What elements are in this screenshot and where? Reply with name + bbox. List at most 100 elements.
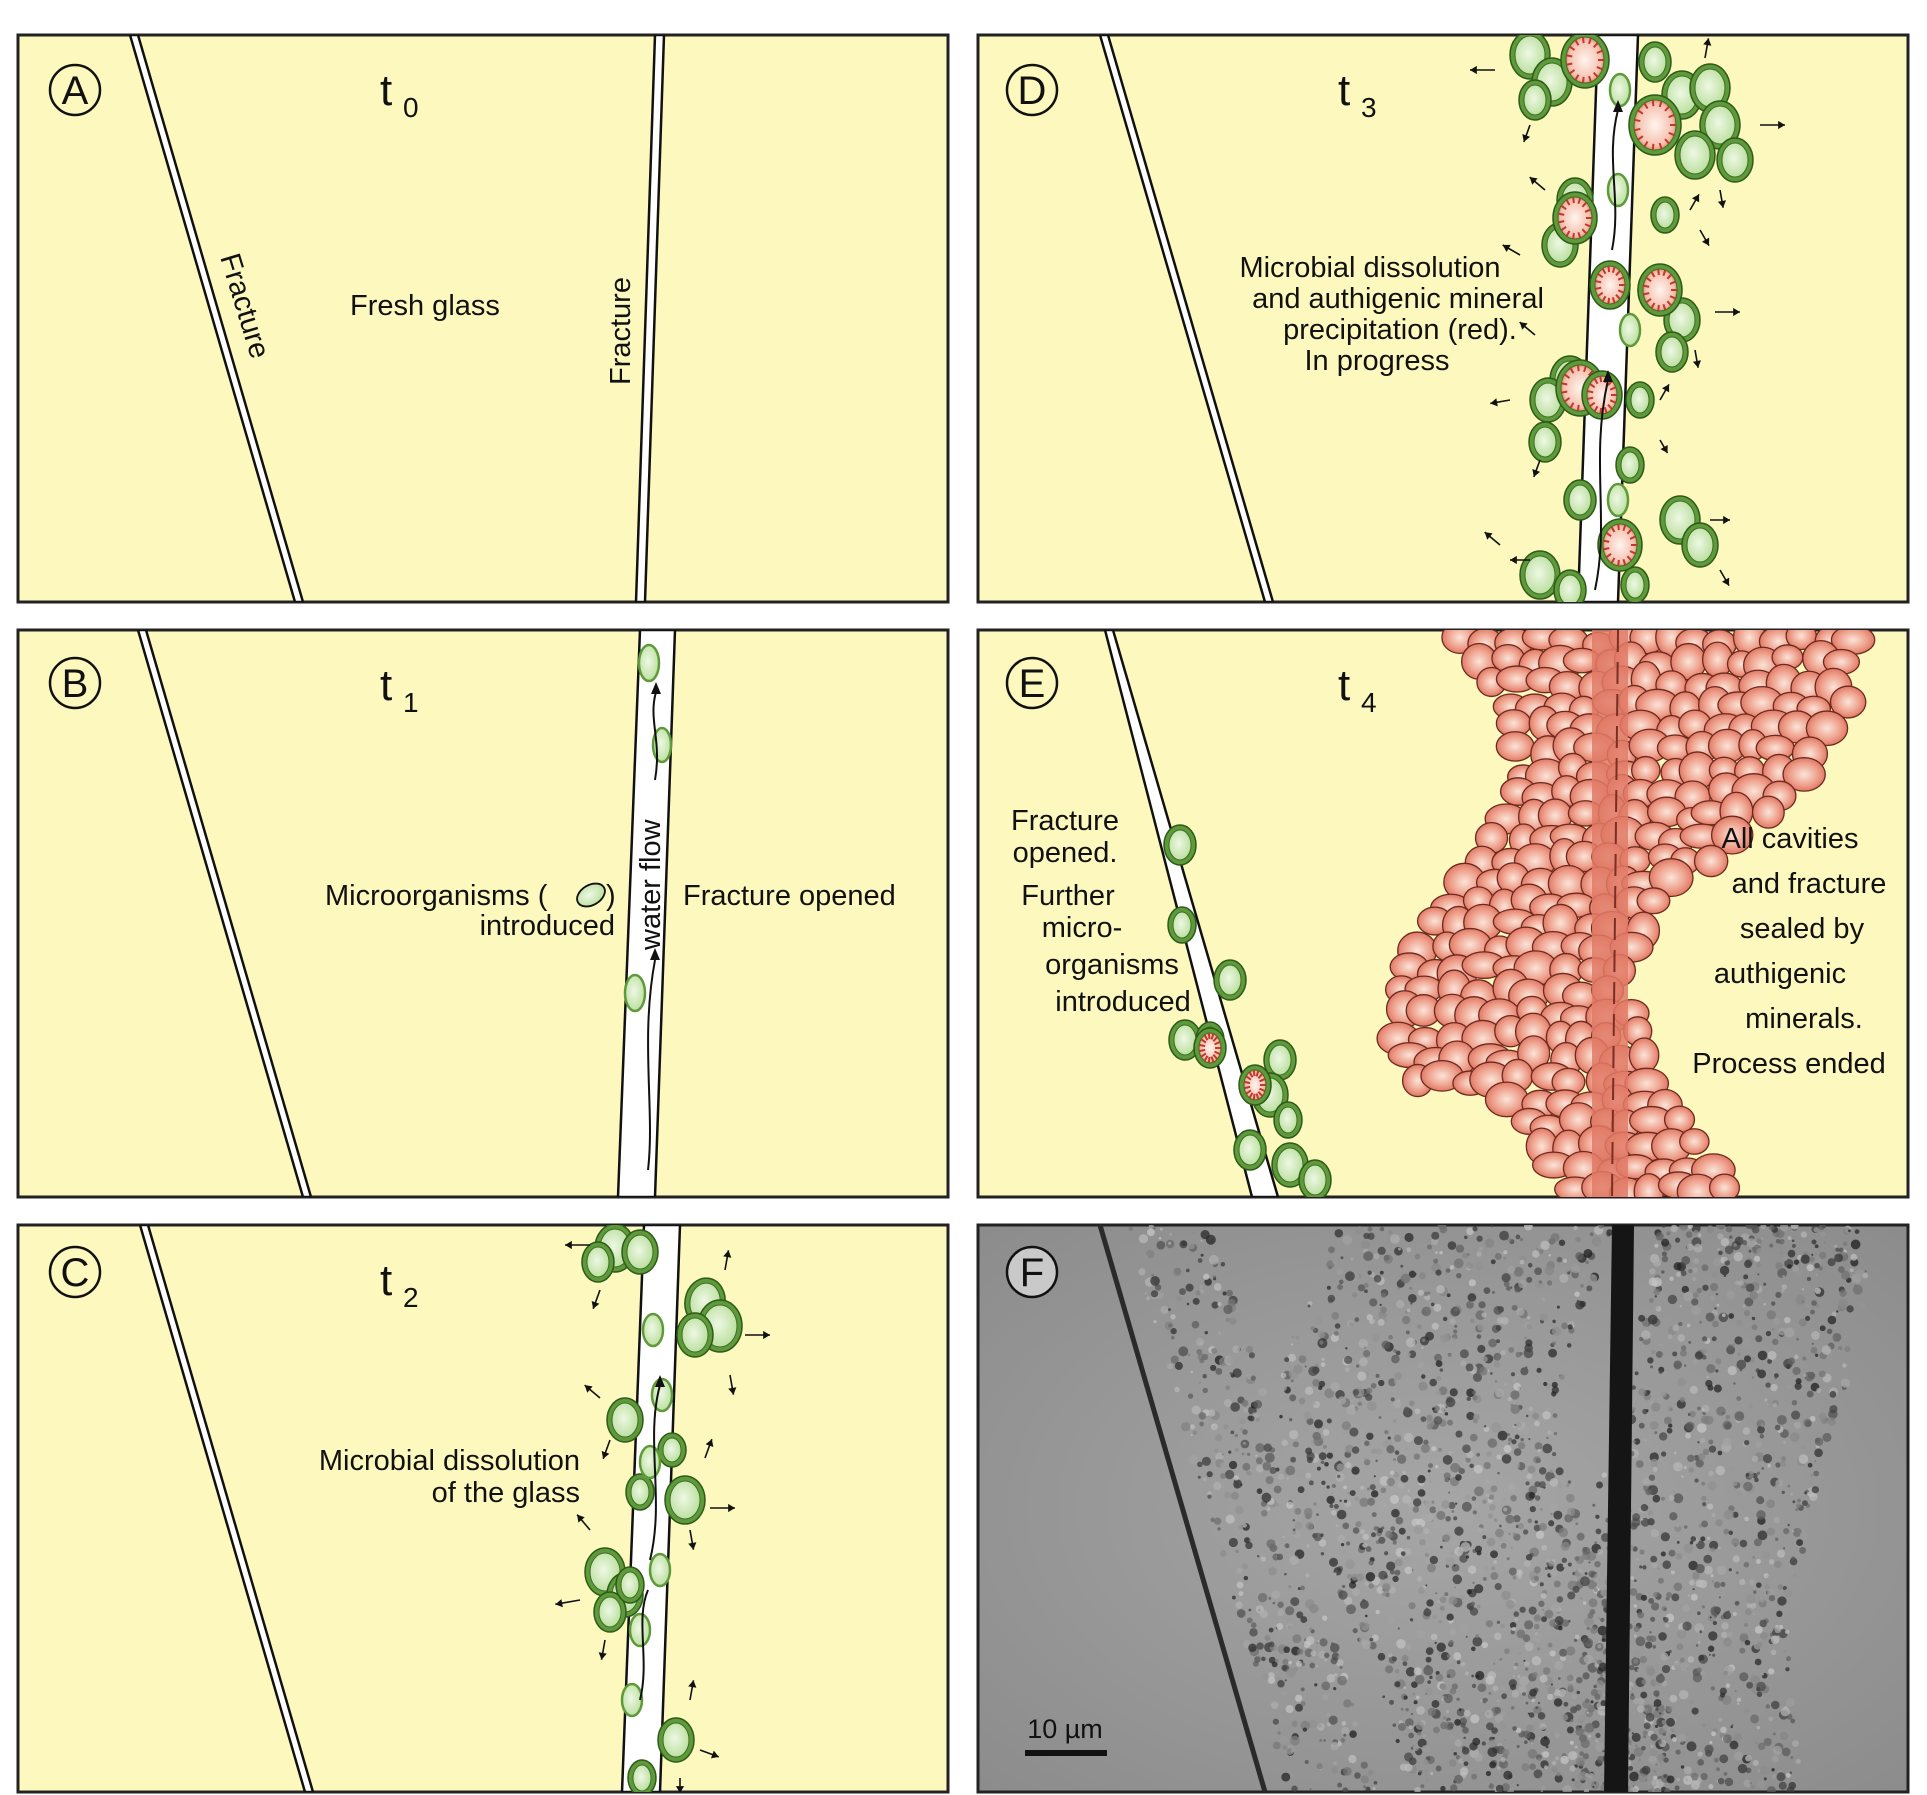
microbe-cell — [1606, 172, 1630, 208]
panel-e: E t 4 Fracture opened. Further micro- or… — [976, 628, 1910, 1199]
microbe-cell — [657, 1717, 695, 1763]
mineral-grain — [1751, 795, 1785, 829]
panel-e-mineral-seal — [1376, 630, 1876, 1197]
panel-c: C t 2 Microbial dissolution of the glass — [16, 1223, 950, 1794]
panel-b-time-sub: 1 — [403, 687, 419, 718]
panel-e-left-line: organisms — [1045, 949, 1179, 981]
panel-c-label-line1: Microbial dissolution — [319, 1445, 580, 1477]
microbe-cell — [620, 1682, 644, 1718]
panel-f-mineral-texture — [1128, 1225, 1869, 1792]
panel-e-right-line: authigenic — [1714, 958, 1846, 990]
microbe-cell — [1563, 479, 1597, 521]
microbe-cell — [1699, 100, 1741, 150]
panel-e-left-line: opened. — [1013, 837, 1118, 869]
panel-d: D t 3 Microbial dissolution and authigen… — [976, 33, 1910, 604]
microbe-cell — [1213, 959, 1247, 1001]
panel-c-flow-arrow — [649, 1384, 661, 1561]
mineral-grain — [1648, 858, 1694, 898]
mineral-grain — [1708, 1173, 1741, 1197]
mineral-grain — [1495, 731, 1535, 762]
panel-d-flow-arrow — [1611, 109, 1619, 251]
microbe-cell — [1263, 1039, 1297, 1081]
panel-f-open-fracture — [1604, 1225, 1634, 1792]
panel-b-introduced-label: introduced — [480, 910, 615, 942]
panel-e-letter-circle — [1005, 656, 1059, 710]
panel-c-time-sub: 2 — [403, 1282, 419, 1313]
microbe-cell — [1168, 1019, 1202, 1061]
mineralized-microbe — [1581, 370, 1623, 420]
panel-b-flow-arrow — [652, 691, 659, 781]
microbe-cell — [606, 1397, 644, 1443]
panel-d-label-line1: Microbial dissolution — [1239, 252, 1500, 284]
microbe-cell — [615, 1566, 645, 1604]
panel-b: B t 1 Microorganisms ( ) introduced wate… — [16, 628, 950, 1199]
panel-b-microorganisms-label: Microorganisms ( — [325, 880, 548, 912]
microbe-cell — [1233, 1129, 1267, 1171]
panel-b-letter-circle — [48, 656, 102, 710]
microbe-cell — [1519, 550, 1561, 600]
panel-a-fracture-left — [128, 35, 305, 602]
mineralized-microbe — [1552, 191, 1598, 245]
panel-e-time: t — [1338, 661, 1350, 710]
microbe-cell — [593, 1591, 627, 1633]
panel-e-time-sub: 4 — [1361, 687, 1377, 718]
panel-f-scale-bar — [1025, 1750, 1107, 1756]
microbe-cell — [1167, 906, 1197, 944]
panel-e-right-line: minerals. — [1745, 1003, 1863, 1035]
microbe-cell — [1615, 446, 1645, 484]
mineral-grain — [1679, 1128, 1710, 1155]
panel-e-left-line: Further — [1021, 880, 1115, 912]
panel-b-water-flow-label: water flow — [635, 818, 667, 951]
microbe-cell — [1553, 569, 1587, 602]
mineral-grain — [1633, 1173, 1665, 1197]
panel-e-letter: E — [1019, 662, 1046, 706]
panel-b-fracture-left — [136, 630, 313, 1197]
panel-a-background — [16, 33, 950, 604]
mineralized-microbe — [1589, 260, 1631, 310]
microbe-legend-icon — [576, 882, 606, 908]
microbe-cell — [1618, 312, 1642, 348]
mineral-grain — [1710, 815, 1754, 855]
microbe-cell — [657, 1432, 687, 1468]
panel-d-arrows — [1470, 38, 1785, 586]
microbe-cell — [1674, 130, 1716, 180]
microbe-cell — [1650, 196, 1680, 234]
panel-b-microbe — [623, 973, 647, 1013]
panel-c-letter: C — [61, 1251, 90, 1295]
panel-f-letter: F — [1020, 1251, 1044, 1295]
mineralized-microbe — [1637, 263, 1683, 317]
microbe-cell — [1298, 1159, 1332, 1197]
panel-c-label-line2: of the glass — [432, 1477, 580, 1509]
microbe-cell — [628, 1612, 652, 1648]
panel-f-letter-circle — [1005, 1245, 1059, 1299]
microbe-cell — [1528, 421, 1562, 463]
panel-e-sealed-fracture — [1592, 630, 1628, 1197]
microbe-cell — [641, 1312, 665, 1348]
microbe-cell — [1625, 381, 1655, 419]
microbe-cell — [1529, 377, 1567, 423]
microbe-cell — [1681, 522, 1719, 568]
panel-e-right-line: and fracture — [1732, 868, 1887, 900]
mineralized-microbe — [1597, 518, 1643, 572]
panel-c-letter-circle — [48, 1245, 102, 1299]
mineral-grain — [1829, 685, 1867, 719]
panel-e-left-label: Fracture opened. Further micro- organism… — [1011, 805, 1191, 1018]
panel-c-microbes — [581, 1225, 743, 1792]
microbe-cell — [1655, 331, 1689, 373]
panel-d-label-line2: and authigenic mineral — [1252, 283, 1544, 315]
mineral-grain — [1636, 887, 1671, 915]
panel-b-microorganisms-label-close: ) — [606, 880, 616, 912]
microbe-cell — [1273, 1101, 1303, 1139]
panel-a-fracture-right-label: Fracture — [605, 277, 637, 385]
panel-f-scale-label: 10 µm — [1027, 1714, 1103, 1744]
mineral-grain — [1628, 1037, 1660, 1074]
microbe-cell — [621, 1229, 659, 1275]
microbe-cell — [1608, 72, 1632, 108]
microbe-cell — [638, 1444, 662, 1480]
panel-b-fracture-opened-label: Fracture opened — [683, 880, 896, 912]
panel-e-right-line: sealed by — [1740, 913, 1865, 945]
panel-d-time-sub: 3 — [1361, 92, 1377, 123]
panel-c-dissolution-arrows — [555, 1240, 770, 1792]
panel-f-thin-fracture — [1097, 1225, 1268, 1792]
